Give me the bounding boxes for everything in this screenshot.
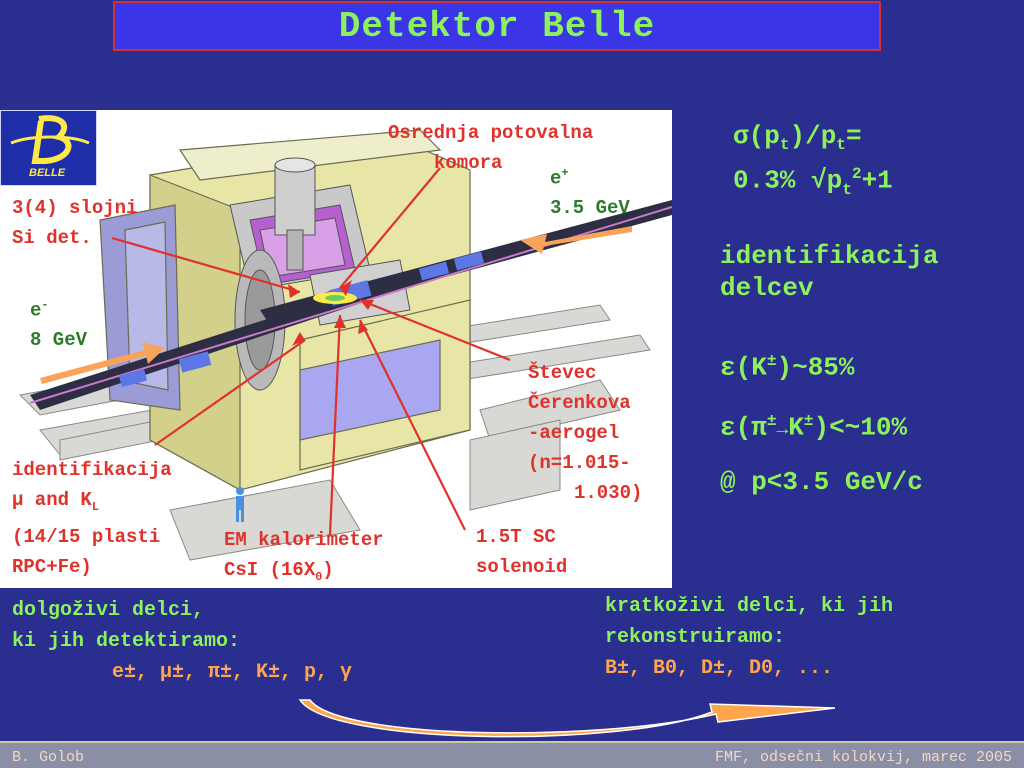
label-aerogel-cherenkov: Števec Čerenkova -aerogel (n=1.015- 1.03… xyxy=(528,362,643,504)
label-solenoid: 1.5T SC solenoid xyxy=(476,526,568,578)
page-title: Detektor Belle xyxy=(338,5,656,47)
label-central-drift-chamber: Osrednja potovalna komora xyxy=(388,122,594,174)
label-electron-beam: e- 8 GeV xyxy=(30,298,88,352)
logo-text: BELLE xyxy=(29,167,66,179)
pion-misidentification: ε(π±→K±)<~10% xyxy=(720,412,908,443)
momentum-range: @ p<3.5 GeV/c xyxy=(720,467,923,497)
long-lived-particles-text: dolgoživi delci, ki jih detektiramo: e±,… xyxy=(12,595,352,688)
footer-event: FMF, odsečni kolokvij, marec 2005 xyxy=(714,749,1012,766)
footer-bar: B. Golob FMF, odsečni kolokvij, marec 20… xyxy=(0,741,1024,768)
label-em-calorimeter: EM kalorimeter CsI (16X0) xyxy=(224,529,384,584)
detector-illustration xyxy=(18,129,672,561)
short-lived-particles-list: B±, B0, D±, D0, ... xyxy=(605,657,834,680)
pid-heading: identifikacija delcev xyxy=(720,241,939,303)
momentum-resolution-formula: σ(pt)/pt= xyxy=(733,121,862,155)
short-lived-particles-text: kratkoživi delci, ki jih rekonstruiramo:… xyxy=(605,591,893,684)
belle-logo-mark xyxy=(10,115,90,164)
long-lived-particles-list: e±, μ±, π±, K±, p, γ xyxy=(112,661,353,684)
belle-logo: BELLE xyxy=(0,110,97,186)
detector-figure: BELLE Osrednja potovalna komora e+ 3.5 G… xyxy=(0,110,672,588)
footer-author: B. Golob xyxy=(12,749,85,766)
kaon-efficiency: ε(K±)~85% xyxy=(720,352,855,383)
title-banner: Detektor Belle xyxy=(113,1,881,51)
label-positron-beam: e+ 3.5 GeV xyxy=(550,166,630,220)
momentum-resolution-value: 0.3% √pt2+1 xyxy=(733,165,893,199)
label-klm-identification: identifikacija μ and KL (14/15 plasti RP… xyxy=(12,459,172,578)
label-silicon-detector: 3(4) slojni Si det. xyxy=(12,197,138,249)
